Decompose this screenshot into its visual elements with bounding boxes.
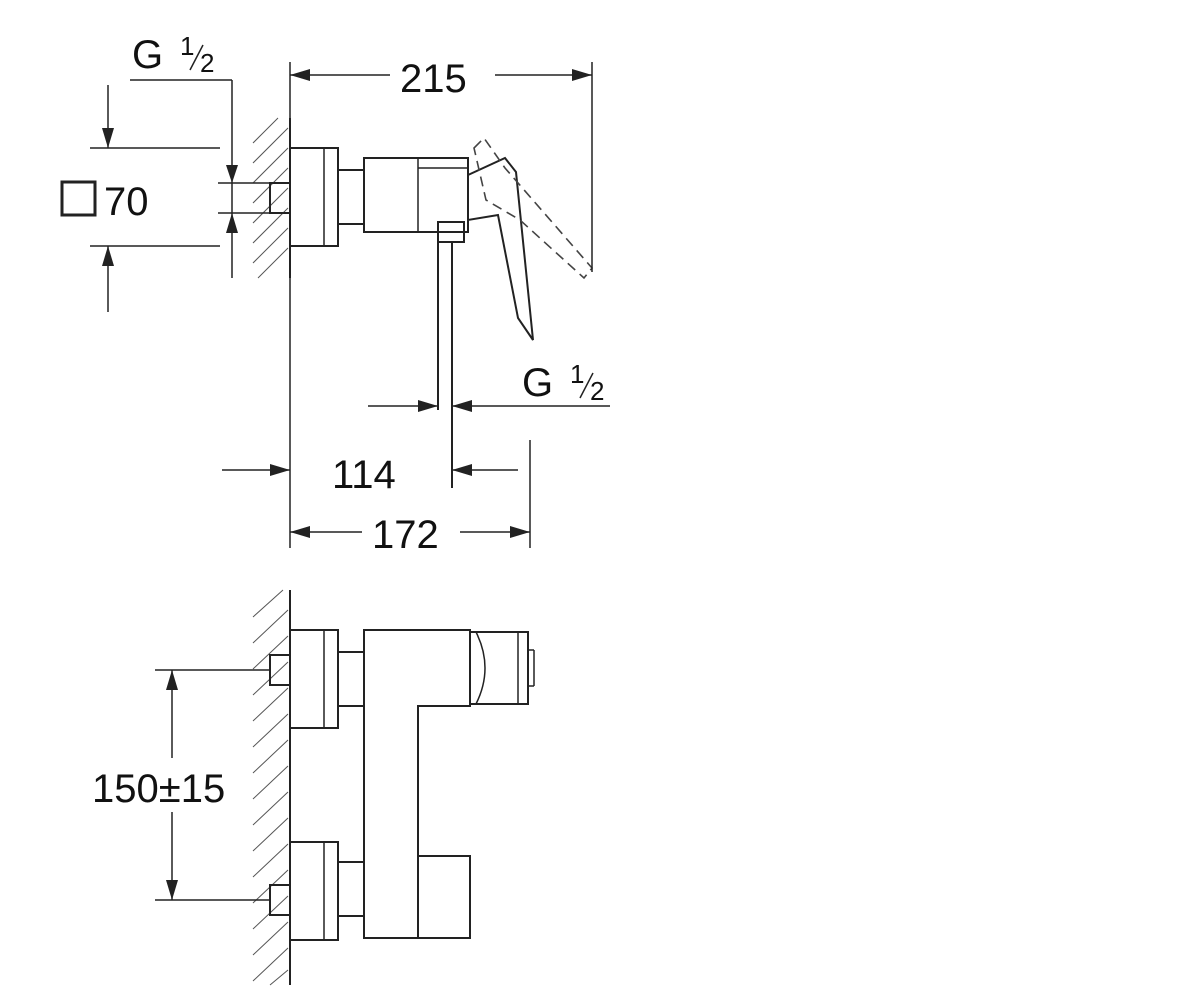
dim-215-label: 215 xyxy=(400,57,467,101)
dim-150: 150±15 xyxy=(92,669,270,901)
thread-top-num: 1 xyxy=(180,31,194,61)
upper-connector xyxy=(337,651,365,707)
dim-thread-mid: G 1 2 xyxy=(368,359,610,412)
square-70-label: 70 xyxy=(104,180,149,224)
upper-flange xyxy=(289,629,339,729)
connector xyxy=(337,169,365,225)
thread-mid-num: 1 xyxy=(570,359,584,389)
dim-thread-top: G 1 2 xyxy=(130,31,238,278)
lower-flange xyxy=(289,841,339,941)
square-symbol xyxy=(60,180,97,217)
dim-150-label: 150±15 xyxy=(92,767,225,811)
front-view xyxy=(252,589,535,986)
dim-172: 172 xyxy=(290,440,531,557)
thread-top-base: G xyxy=(132,33,163,77)
lever-head xyxy=(469,631,529,705)
mixer-body-front xyxy=(363,629,471,939)
outlet-block-front xyxy=(417,855,471,939)
dim-172-label: 172 xyxy=(372,513,439,557)
mixer-body xyxy=(363,157,469,233)
wall-flange xyxy=(289,147,339,247)
dim-215: 215 xyxy=(289,57,593,272)
dim-114: 114 xyxy=(222,278,518,548)
thread-mid-base: G xyxy=(522,361,553,405)
wall-hatching-bottom xyxy=(252,589,289,986)
thread-mid-den: 2 xyxy=(590,376,604,406)
dim-square-70: 70 xyxy=(60,85,220,312)
thread-top-den: 2 xyxy=(200,48,214,78)
lever-open-position xyxy=(473,136,594,280)
lower-connector xyxy=(337,861,365,917)
dim-114-label: 114 xyxy=(332,453,396,497)
lever-handle xyxy=(467,156,534,341)
side-view xyxy=(218,117,594,488)
